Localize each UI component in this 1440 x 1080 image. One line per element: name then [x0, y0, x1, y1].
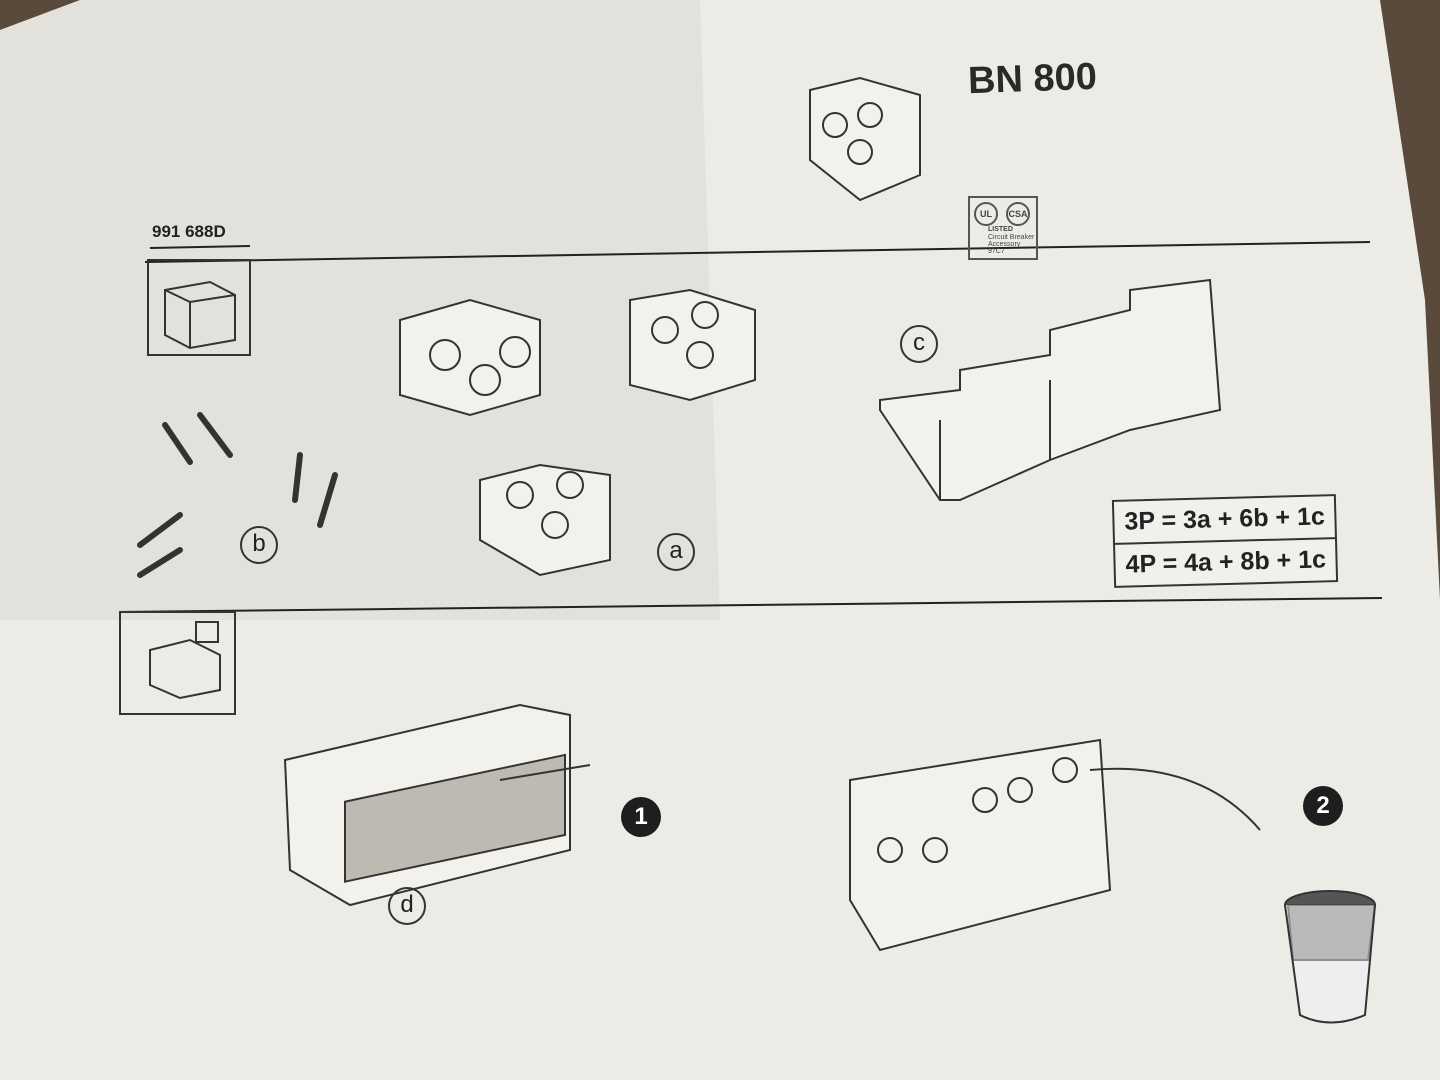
callout-a: a — [657, 533, 695, 571]
cert-code: 97C7 — [988, 248, 1005, 255]
callout-d: d — [388, 887, 426, 925]
listed-text: LISTED — [988, 226, 1013, 233]
terminal-shield-c — [879, 278, 1222, 501]
certification-mark: UL CSA LISTED Circuit Breaker Accessory … — [968, 196, 1038, 260]
cert-line2: Accessory — [988, 241, 1021, 248]
screws-b — [137, 412, 338, 578]
terminal-connector-a — [399, 76, 921, 577]
breaker-left-illustration — [283, 703, 591, 907]
divider-middle — [119, 597, 1383, 613]
formula-3p: 3P = 3a + 6b + 1c — [1124, 502, 1326, 536]
ul-mark: UL — [974, 202, 998, 226]
step-2-badge: 2 — [1303, 786, 1343, 826]
csa-mark: CSA — [1006, 202, 1030, 226]
callout-b: b — [240, 526, 278, 564]
paper-shadow-region — [0, 0, 720, 620]
breaker-right-illustration — [849, 738, 1261, 952]
callout-c: c — [900, 325, 938, 363]
formula-4p: 4P = 4a + 8b + 1c — [1115, 537, 1337, 586]
waste-bin-icon — [1284, 890, 1377, 1024]
product-title: BN 800 — [967, 55, 1098, 103]
cert-line1: Circuit Breaker — [988, 234, 1035, 241]
divider-top — [144, 241, 1371, 263]
package-icon — [147, 259, 251, 356]
pole-formula-box: 3P = 3a + 6b + 1c 4P = 4a + 8b + 1c — [1111, 494, 1339, 588]
part-number: 991 688D — [152, 222, 226, 241]
assembly-icon — [119, 611, 236, 715]
code-underline — [149, 245, 251, 249]
step-1-badge: 1 — [621, 797, 661, 837]
